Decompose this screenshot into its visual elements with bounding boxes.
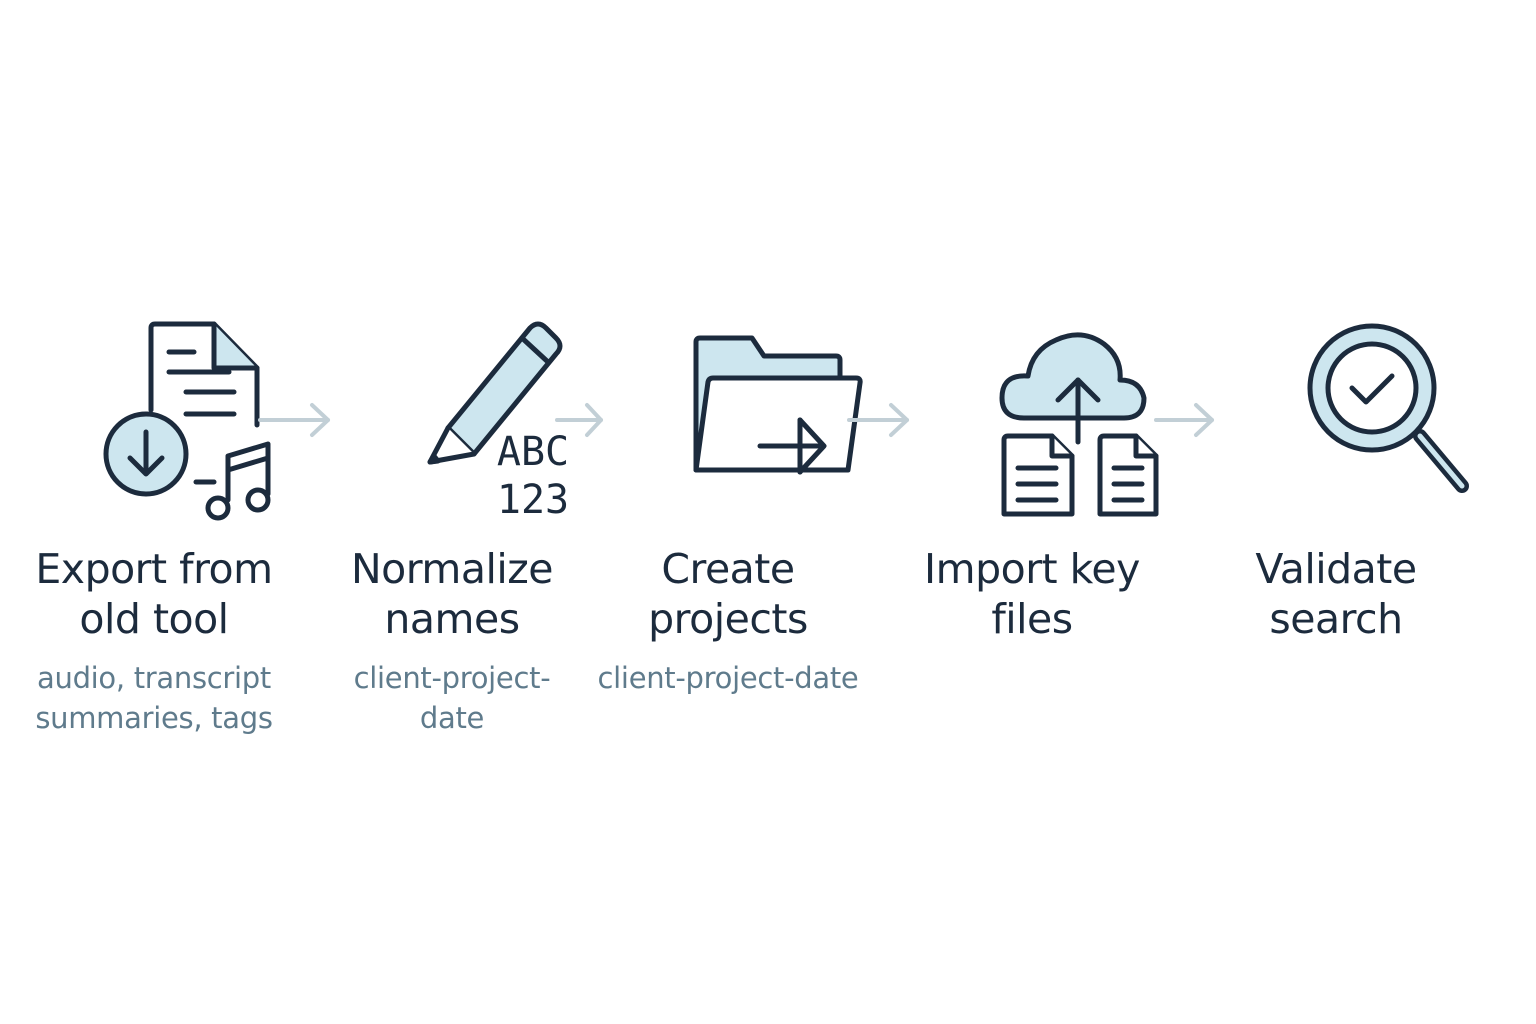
arrow-right-icon [847,403,909,437]
step-title-line: files [991,595,1073,643]
step-subtitle-line: summaries, tags [35,701,273,735]
step-subtitle: client-project- date [302,658,602,738]
step-normalize: ABC 123 Normalize names client-project- … [302,310,602,738]
step-subtitle-line: client-project-date [597,661,859,695]
icon-text: 123 [497,477,569,523]
folder-icon [693,335,863,475]
step-title-line: search [1269,595,1403,643]
arrow-right-icon [555,403,603,437]
step-title: Import key files [882,544,1182,644]
step-title-line: projects [648,595,808,643]
step-subtitle-line: date [419,701,485,735]
icon-text: ABC [497,429,569,475]
step-import-files: Import key files [882,310,1182,644]
step-subtitle: client-project-date [578,658,878,698]
step-title-line: Export from [35,545,273,593]
step-subtitle-line: audio, transcript [37,661,271,695]
step-title-line: names [384,595,520,643]
arrow-right-icon [1154,403,1214,437]
step-export: Export from old tool audio, transcript s… [4,310,304,738]
step-title-line: Normalize [351,545,553,593]
step-title: Normalize names [302,544,602,644]
step-subtitle-line: client-project- [353,661,551,695]
cloud-upload-icon [999,332,1159,517]
step-create-projects: Create projects client-project-date [578,310,878,698]
rename-icon: ABC 123 [427,321,569,523]
step-title-line: Validate [1255,545,1417,593]
arrow-right-icon [258,403,330,437]
step-title-line: Import key [924,545,1140,593]
step-subtitle: audio, transcript summaries, tags [4,658,304,738]
step-title-line: Create [661,545,795,593]
step-title: Create projects [578,544,878,644]
export-icon [103,321,271,521]
magnifier-check-icon [1307,323,1469,493]
step-title-line: old tool [79,595,229,643]
step-validate-search: Validate search [1186,310,1486,644]
step-title: Export from old tool [4,544,304,644]
step-title: Validate search [1186,544,1486,644]
